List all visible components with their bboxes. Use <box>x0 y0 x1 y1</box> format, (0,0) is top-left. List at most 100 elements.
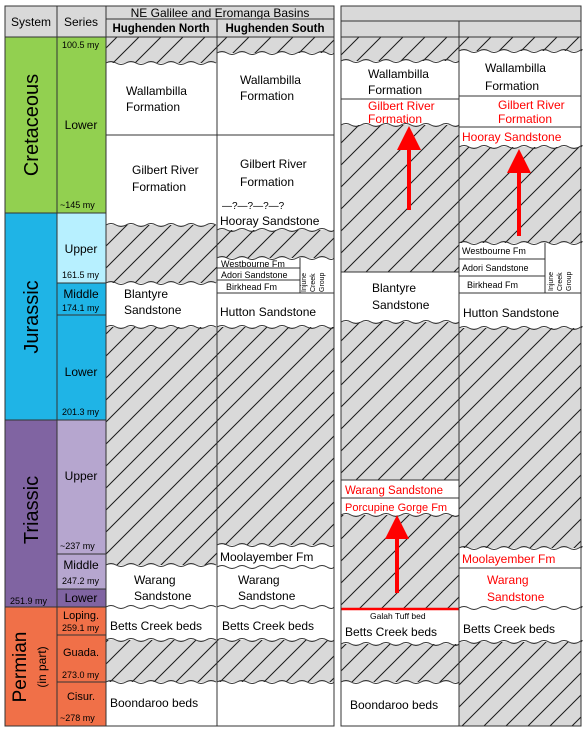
north-header: Hughenden North <box>112 23 209 35</box>
south-betts: Betts Creek beds <box>222 619 314 633</box>
series-upper-jurassic <box>56 212 107 284</box>
south-hooray: Hooray Sandstone <box>220 214 320 228</box>
south-birkhead: Birkhead Fm <box>226 282 277 292</box>
age-259: 259.1 my <box>62 623 100 633</box>
basins-header: NE Galilee and Eromanga Basins <box>131 6 310 20</box>
north-gilbert-1: Gilbert River <box>132 163 199 177</box>
age-145: ~145 my <box>60 200 95 210</box>
series-cisuralian <box>56 681 107 727</box>
right-north-warang: Warang Sandstone <box>345 485 443 497</box>
north-wallambilla-1: Wallambilla <box>126 84 187 98</box>
system-triassic <box>4 419 58 608</box>
north-warang-1: Warang <box>134 573 176 587</box>
north-warang-2: Sandstone <box>134 589 192 603</box>
series-guadalupian <box>56 634 107 683</box>
right-south-gilbert-1: Gilbert River <box>498 98 565 112</box>
age-161: 161.5 my <box>62 270 100 280</box>
age-251: 251.9 my <box>10 596 48 606</box>
south-creek: Creek <box>310 273 317 292</box>
series-lopingian-label: Loping. <box>63 610 99 622</box>
south-group: Group <box>319 272 326 292</box>
north-blantyre-2: Sandstone <box>124 303 182 317</box>
south-wallambilla-2: Formation <box>240 89 294 103</box>
right-north-blantyre-2: Sandstone <box>372 298 430 312</box>
right-north-porcupine: Porcupine Gorge Fm <box>345 502 447 514</box>
right-south-adori: Adori Sandstone <box>462 263 529 273</box>
age-273: 273.0 my <box>62 670 100 680</box>
hughenden-south-column: Hughenden South Wallambilla Formation Gi… <box>216 18 335 727</box>
series-upper-triassic <box>56 419 107 555</box>
right-south-gilbert-2: Formation <box>498 112 552 126</box>
right-south-warang-1: Warang <box>487 573 529 587</box>
south-uncertain-boundary: —?—?—?—? <box>222 201 285 212</box>
system-jurassic <box>4 212 58 421</box>
hughenden-north-column: NE Galilee and Eromanga Basins Hughenden… <box>105 5 335 727</box>
right-south-wallambilla-2: Formation <box>485 79 539 93</box>
south-westbourne: Westbourne Fm <box>221 259 285 269</box>
right-south-wallambilla-1: Wallambilla <box>485 61 546 75</box>
north-betts: Betts Creek beds <box>110 619 202 633</box>
south-moolayember: Moolayember Fm <box>220 550 313 564</box>
right-south-betts: Betts Creek beds <box>463 622 555 636</box>
right-south-group: Group <box>566 271 573 291</box>
south-warang-1: Warang <box>238 573 280 587</box>
right-south-hutton: Hutton Sandstone <box>463 306 559 320</box>
right-north-boondaroo: Boondaroo beds <box>350 698 438 712</box>
south-injune: Injune <box>301 273 308 292</box>
south-wallambilla-1: Wallambilla <box>240 73 301 87</box>
series-header: Series <box>64 15 98 29</box>
right-north-galah: Galah Tuff bed <box>370 611 426 621</box>
system-column: System Cretaceous Jurassic Triassic 251.… <box>4 5 58 727</box>
north-boondaroo: Boondaroo beds <box>110 696 198 710</box>
south-header: Hughenden South <box>225 23 324 35</box>
age-174: 174.1 my <box>62 303 100 313</box>
right-south-injune: Injune <box>548 272 555 291</box>
series-lower-jurassic <box>56 314 107 421</box>
right-north-blantyre-1: Blantyre <box>372 281 416 295</box>
right-north-wallambilla-1: Wallambilla <box>368 67 429 81</box>
series-guadalupian-label: Guada. <box>63 647 99 659</box>
series-lopingian <box>56 606 107 636</box>
north-gilbert-2: Formation <box>132 180 186 194</box>
south-gilbert-1: Gilbert River <box>240 157 307 171</box>
series-upper-triassic-label: Upper <box>65 469 98 483</box>
right-south-column: Wallambilla Formation Gilbert River Form… <box>458 20 583 727</box>
series-lower-triassic-label: Lower <box>65 591 98 605</box>
system-cretaceous-label: Cretaceous <box>21 74 43 176</box>
right-south-moolayember: Moolayember Fm <box>462 552 555 566</box>
age-201: 201.3 my <box>62 407 100 417</box>
system-cretaceous <box>4 36 58 214</box>
north-blantyre-1: Blantyre <box>124 287 168 301</box>
right-north-betts: Betts Creek beds <box>345 625 437 639</box>
right-south-creek: Creek <box>557 272 564 291</box>
right-north-gilbert-2: Formation <box>368 112 422 126</box>
south-warang-2: Sandstone <box>238 589 296 603</box>
system-header: System <box>11 15 51 29</box>
right-north-wallambilla-2: Formation <box>368 83 422 97</box>
south-hutton: Hutton Sandstone <box>220 305 316 319</box>
right-south-warang-2: Sandstone <box>487 590 545 604</box>
south-adori: Adori Sandstone <box>221 270 288 280</box>
series-upper-jurassic-label: Upper <box>65 242 98 256</box>
age-247: 247.2 my <box>62 576 100 586</box>
series-column: Series 100.5 my Lower ~145 my Upper 161.… <box>56 5 107 727</box>
south-gilbert-2: Formation <box>240 175 294 189</box>
series-lower-jurassic-label: Lower <box>65 365 98 379</box>
right-north-gilbert-1: Gilbert River <box>368 99 435 113</box>
right-south-birkhead: Birkhead Fm <box>467 280 518 290</box>
series-cisuralian-label: Cisur. <box>67 691 95 703</box>
system-jurassic-label: Jurassic <box>21 280 43 353</box>
system-triassic-label: Triassic <box>21 476 43 544</box>
right-south-hooray: Hooray Sandstone <box>462 130 562 144</box>
age-237: ~237 my <box>60 541 95 551</box>
series-lower-cretaceous-label: Lower <box>65 118 98 132</box>
system-permian-label: Permian <box>10 632 31 703</box>
age-278: ~278 my <box>60 713 95 723</box>
system-permian <box>4 606 58 727</box>
series-middle-triassic-label: Middle <box>63 558 99 572</box>
north-wallambilla-2: Formation <box>126 100 180 114</box>
right-north-column: Wallambilla Formation Gilbert River Form… <box>340 5 582 727</box>
right-south-westbourne: Westbourne Fm <box>462 246 526 256</box>
age-100: 100.5 my <box>62 40 100 50</box>
